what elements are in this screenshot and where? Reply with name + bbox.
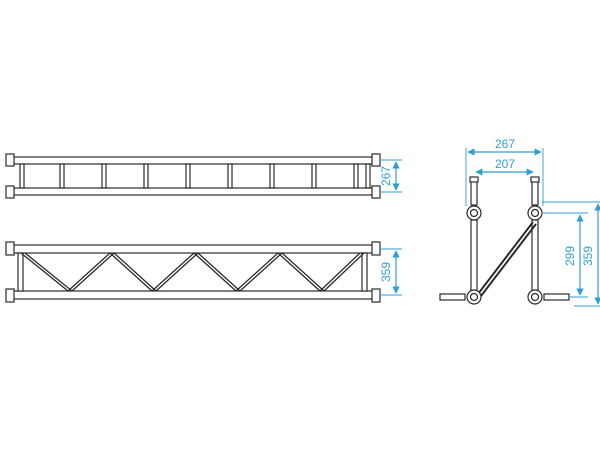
section-outer-height-dimension: 359: [542, 201, 600, 307]
side-view-diagonal: [323, 252, 365, 292]
section-view: 267 207 299 359: [439, 137, 600, 307]
side-view-left-end-plate-bottom: [5, 288, 15, 303]
section-inner-width-dimension: 207: [475, 157, 534, 176]
side-view-diagonal: [235, 252, 279, 292]
section-right-post: [531, 219, 539, 299]
side-view-diagonal: [155, 252, 199, 292]
top-view-rung: [353, 163, 359, 189]
top-view-upper-chord: [11, 156, 375, 165]
side-view-diagonal: [67, 252, 111, 292]
top-view-right-end-plate-bottom: [371, 185, 381, 199]
section-inner-height-dimension: 299: [542, 212, 588, 298]
side-view-diagonal: [151, 252, 195, 292]
top-view-rung: [227, 163, 233, 189]
section-outer-width-label: 267: [495, 137, 515, 151]
top-view-lower-chord: [11, 187, 375, 196]
section-inner-width-label: 207: [495, 157, 515, 171]
side-view-diagonal: [109, 252, 153, 292]
top-view-left-end-plate-bottom: [5, 185, 15, 199]
side-view-diagonal: [24, 252, 73, 292]
side-view-diagonal: [319, 252, 361, 292]
section-top-left-spigot: [470, 179, 478, 206]
side-view-diagonal: [20, 252, 69, 292]
section-top-right-chord: [527, 205, 543, 221]
top-view-rungs: [19, 163, 371, 189]
section-top-right-spigot: [531, 179, 539, 206]
section-left-post: [470, 219, 478, 299]
top-view: 267: [5, 153, 402, 199]
side-view-diagonal: [71, 252, 115, 292]
top-view-rung: [19, 163, 25, 189]
top-view-rung: [101, 163, 107, 189]
side-view-diagonal: [197, 252, 241, 292]
section-bottom-left-chord: [466, 289, 482, 305]
side-view-diagonal: [281, 252, 325, 292]
side-view-diagonal: [113, 252, 157, 292]
side-view-diagonals: [20, 252, 365, 292]
section-bottom-right-spigot: [543, 293, 570, 301]
section-bottom-left-spigot: [439, 293, 466, 301]
top-view-rung: [59, 163, 65, 189]
section-diagonal-brace: [477, 221, 534, 295]
top-view-left-end-plate-top: [5, 153, 15, 167]
top-view-rung: [185, 163, 191, 189]
section-outer-height-label: 359: [581, 246, 595, 266]
top-view-rung: [143, 163, 149, 189]
side-view: 359: [5, 241, 402, 303]
side-view-right-end-plate-top: [371, 241, 381, 256]
side-view-left-vertical: [17, 252, 24, 292]
section-inner-height-label: 299: [563, 246, 577, 266]
side-view-lower-chord: [11, 290, 375, 300]
section-outer-width-dimension: 267: [465, 137, 544, 206]
top-view-rung: [311, 163, 317, 189]
top-view-rung: [365, 163, 371, 189]
top-view-dimension: 267: [379, 159, 402, 193]
top-view-height-label: 267: [379, 166, 393, 186]
top-view-rung: [269, 163, 275, 189]
section-top-left-chord: [466, 205, 482, 221]
side-view-dimension: 359: [379, 248, 402, 296]
section-bottom-right-chord: [527, 289, 543, 305]
side-view-left-end-plate-top: [5, 241, 15, 256]
side-view-diagonal: [277, 252, 321, 292]
side-view-right-vertical: [361, 252, 368, 292]
side-view-diagonal: [193, 252, 237, 292]
side-view-right-end-plate-bottom: [371, 288, 381, 303]
side-view-diagonal: [239, 252, 283, 292]
side-view-height-label: 359: [379, 262, 393, 282]
side-view-upper-chord: [11, 244, 375, 254]
top-view-right-end-plate-top: [371, 153, 381, 167]
